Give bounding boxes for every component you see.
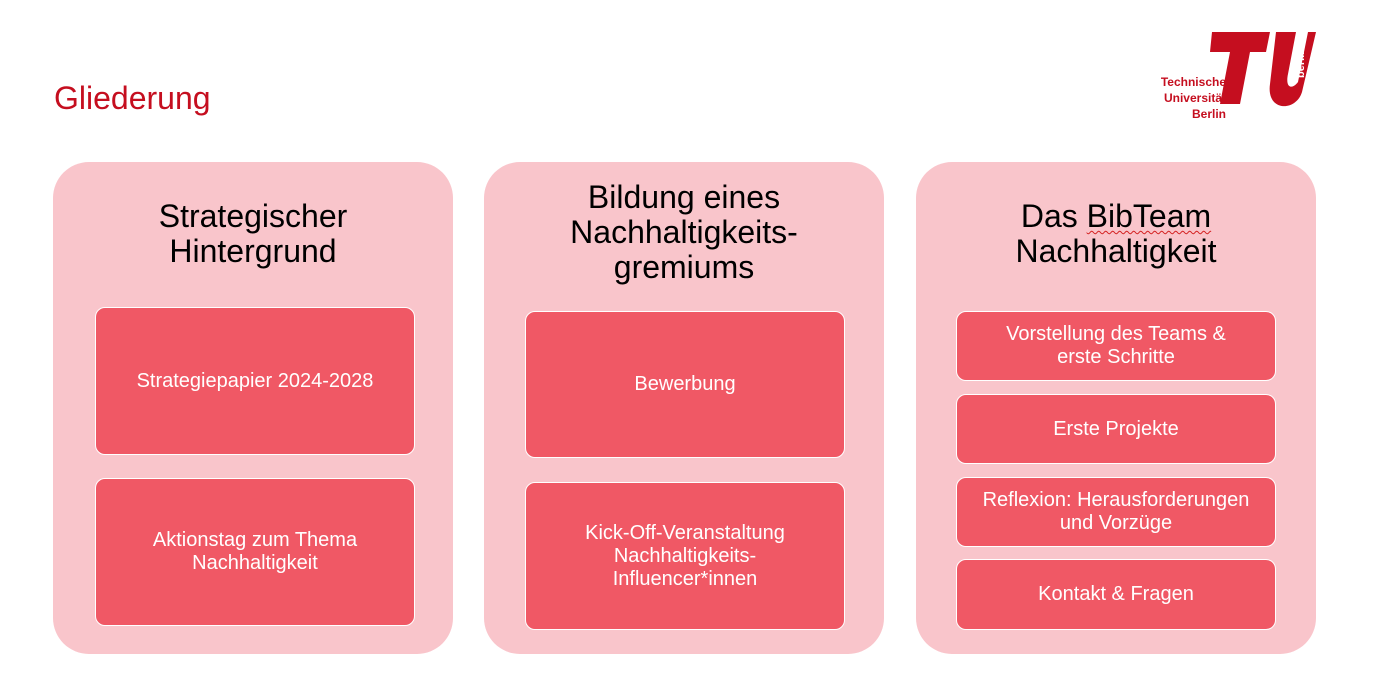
tu-logo-mark-icon: berlin <box>1210 32 1316 107</box>
heading-line: Nachhaltigkeits- <box>570 214 798 250</box>
card-reflexion[interactable]: Reflexion: Herausforderungen und Vorzüge <box>956 477 1276 547</box>
heading-line: Nachhaltigkeit <box>1015 233 1217 269</box>
card-label: Influencer*innen <box>612 567 758 590</box>
slide-title: Gliederung <box>54 80 211 116</box>
heading-line: Bildung eines <box>587 179 781 215</box>
heading-line: Das BibTeam <box>916 199 1316 234</box>
card-label: Kick-Off-Veranstaltung <box>585 521 785 544</box>
column-strategischer-hintergrund: Strategischer Hintergrund Strategiepapie… <box>53 162 453 654</box>
logo-wordmark: Technische Universität Berlin <box>1150 74 1226 122</box>
card-kontakt[interactable]: Kontakt & Fragen <box>956 559 1276 630</box>
card-label: Erste Projekte <box>1053 417 1179 440</box>
column-bildung-gremium: Bildung eines Nachhaltigkeits- gremiums … <box>484 162 884 654</box>
heading-bibteam: BibTeam <box>1086 198 1212 234</box>
heading-pre: Das <box>1020 198 1087 234</box>
heading-line: Hintergrund <box>169 233 337 269</box>
card-label: Bewerbung <box>634 373 736 395</box>
column-heading: Bildung eines Nachhaltigkeits- gremiums <box>484 180 884 285</box>
card-label: Kontakt & Fragen <box>1038 583 1194 605</box>
card-erste-projekte[interactable]: Erste Projekte <box>956 394 1276 464</box>
card-label: erste Schritte <box>1057 346 1175 368</box>
card-aktionstag[interactable]: Aktionstag zum Thema Nachhaltigkeit <box>95 478 415 626</box>
logo-line-2: Universität <box>1163 91 1226 105</box>
card-label: Strategiepapier 2024-2028 <box>136 369 374 392</box>
card-kick-off[interactable]: Kick-Off-Veranstaltung Nachhaltigkeits- … <box>525 482 845 630</box>
card-label: Reflexion: Herausforderungen <box>982 489 1250 511</box>
logo-mark-text: berlin <box>1295 48 1307 78</box>
card-label: und Vorzüge <box>1059 512 1173 534</box>
tu-berlin-logo: Technische Universität Berlin berlin <box>1150 30 1320 122</box>
card-bewerbung[interactable]: Bewerbung <box>525 311 845 458</box>
card-label: Vorstellung des Teams & <box>1006 323 1226 345</box>
card-label: Nachhaltigkeits- <box>613 544 757 567</box>
column-heading: Strategischer Hintergrund <box>53 199 453 269</box>
card-strategiepapier[interactable]: Strategiepapier 2024-2028 <box>95 307 415 455</box>
column-heading: Das BibTeam Nachhaltigkeit <box>916 199 1316 269</box>
logo-line-3: Berlin <box>1191 107 1226 121</box>
logo-line-1: Technische <box>1160 75 1226 89</box>
card-label: Aktionstag zum Thema <box>152 529 358 551</box>
card-label: Nachhaltigkeit <box>192 552 318 574</box>
card-vorstellung[interactable]: Vorstellung des Teams & erste Schritte <box>956 311 1276 381</box>
column-bibteam: Das BibTeam Nachhaltigkeit Vorstellung d… <box>916 162 1316 654</box>
heading-line: Strategischer <box>158 198 348 234</box>
heading-line: gremiums <box>613 249 755 285</box>
